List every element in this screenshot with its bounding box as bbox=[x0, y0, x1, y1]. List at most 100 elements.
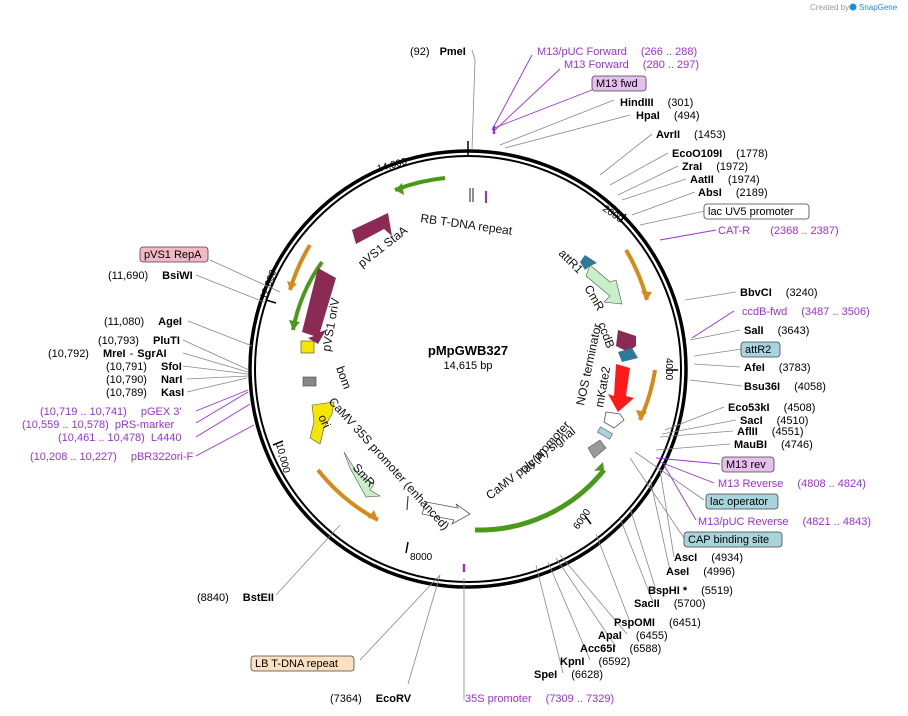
enzyme-label: (92)PmeI bbox=[410, 46, 466, 58]
enzyme-label: AseI(4996) bbox=[666, 566, 735, 578]
ori-label: ori bbox=[315, 412, 333, 430]
enzyme-label: (11,690)BsiWI bbox=[108, 270, 193, 282]
credit-text: Created by bbox=[810, 3, 849, 12]
lac-promoter-box bbox=[597, 426, 613, 440]
tick-label: 12,000 bbox=[258, 268, 279, 301]
enzyme-label: KpnI(6592) bbox=[560, 656, 630, 668]
enzyme-label: SacII(5700) bbox=[634, 598, 705, 610]
feature-box bbox=[683, 531, 783, 548]
enzyme-label: (11,080)AgeI bbox=[104, 316, 182, 328]
tick-marks bbox=[265, 141, 678, 554]
cmr-arrow bbox=[585, 264, 623, 305]
primer-label: M13/pUC Reverse(4821 .. 4843) bbox=[698, 516, 871, 528]
feature-box-label: lac UV5 promoter bbox=[708, 206, 794, 218]
enzyme-label: (10,793)PluTI bbox=[98, 335, 180, 347]
smr-arrow bbox=[343, 451, 381, 498]
enzyme-label: BbvCI(3240) bbox=[740, 287, 818, 299]
primer-label: CAT-R(2368 .. 2387) bbox=[718, 225, 839, 237]
pvs1-repa-box bbox=[300, 340, 315, 354]
enzyme-label: HpaI(494) bbox=[636, 110, 700, 122]
plasmid-name: pMpGWB327 bbox=[428, 343, 508, 358]
feature-box bbox=[591, 75, 647, 92]
enzyme-label: SpeI(6628) bbox=[534, 669, 603, 681]
rb-label: RB T-DNA repeat bbox=[420, 211, 514, 238]
primer-lines bbox=[195, 54, 735, 521]
mkate2-arrow bbox=[608, 364, 634, 412]
nos-terminator-arrow bbox=[603, 411, 625, 429]
primer-label: (10,461 .. 10,478)L4440 bbox=[58, 432, 181, 444]
enzyme-label: EcoO109I(1778) bbox=[672, 148, 768, 160]
attr1-label: attR1 bbox=[556, 246, 586, 276]
leader-lines bbox=[182, 49, 743, 700]
enzyme-label: (10,790)NarI bbox=[106, 374, 182, 386]
tick-label: 4000 bbox=[663, 358, 674, 381]
snapgene-logo-icon bbox=[849, 3, 857, 11]
enzyme-label: HindIII(301) bbox=[620, 97, 693, 109]
credit-brand: SnapGene bbox=[859, 3, 898, 12]
ori-arrow bbox=[309, 401, 335, 445]
cap-site-box bbox=[587, 439, 607, 459]
primer-label: (10,719 .. 10,741)pGEX 3' bbox=[40, 406, 181, 418]
feature-box bbox=[740, 341, 781, 358]
camv-label: CaMV 35S promoter (enhanced) bbox=[326, 395, 452, 533]
primer-label: M13 Reverse(4808 .. 4824) bbox=[718, 478, 866, 490]
attr1-marker bbox=[580, 255, 597, 270]
enzyme-label: BspHI *(5519) bbox=[648, 585, 733, 597]
lb-t-dna-marker bbox=[406, 495, 409, 511]
feature-box bbox=[705, 493, 779, 510]
feature-box-label: attR2 bbox=[745, 344, 771, 356]
bom-label: bom bbox=[333, 364, 354, 391]
primer-label: M13 Forward(280 .. 297) bbox=[564, 59, 699, 71]
feature-box-label: pVS1 RepA bbox=[144, 249, 202, 261]
bom-box bbox=[302, 376, 317, 387]
feature-box bbox=[139, 246, 209, 263]
primer-label: ccdB-fwd(3487 .. 3506) bbox=[742, 306, 870, 318]
feature-box-label: LB T-DNA repeat bbox=[255, 658, 338, 670]
primer-label: (10,208 .. 10,227)pBR322ori-F bbox=[30, 451, 193, 463]
enzyme-label: SacI(4510) bbox=[740, 415, 808, 427]
feature-box bbox=[703, 203, 810, 220]
enzyme-label: MauBI(4746) bbox=[734, 439, 813, 451]
feature-box bbox=[250, 655, 355, 672]
enzyme-label: AbsI(2189) bbox=[698, 187, 768, 199]
primer-labels: M13/pUC Forward(266 .. 288) M13 Forward(… bbox=[22, 46, 871, 705]
enzyme-label: AfeI(3783) bbox=[744, 362, 811, 374]
enzyme-label: AscI(4934) bbox=[674, 552, 743, 564]
enzyme-label: Acc65I(6588) bbox=[580, 643, 661, 655]
feature-box bbox=[721, 456, 775, 473]
primer-label: 35S promoter(7309 .. 7329) bbox=[465, 693, 614, 705]
feature-box-label: lac operator bbox=[710, 496, 768, 508]
pvs1-staa-arrow bbox=[352, 213, 392, 244]
enzyme-label: AflII(4551) bbox=[737, 426, 804, 438]
enzyme-label: (10,792)MreI-SgrAI bbox=[48, 348, 167, 360]
polya-label: CaMV poly(A) signal bbox=[483, 424, 578, 502]
camv-35s-arrow bbox=[421, 501, 471, 525]
enzyme-label: (8840)BstEII bbox=[197, 592, 274, 604]
enzyme-label: AvrII(1453) bbox=[656, 129, 726, 141]
feature-box-label: M13 fwd bbox=[596, 78, 638, 90]
enzyme-label: ApaI(6455) bbox=[598, 630, 668, 642]
enzyme-label: AatII(1974) bbox=[690, 174, 760, 186]
enzyme-label: Eco53kI(4508) bbox=[728, 402, 815, 414]
enzyme-label: SalI(3643) bbox=[744, 325, 809, 337]
enzyme-label: (10,791)SfoI bbox=[106, 361, 182, 373]
primer-label: M13/pUC Forward(266 .. 288) bbox=[537, 46, 697, 58]
enzyme-label: (7364)EcoRV bbox=[330, 693, 412, 705]
enzyme-label: (10,789)KasI bbox=[106, 387, 184, 399]
primer-label: (10,559 .. 10,578)pRS-marker bbox=[22, 419, 174, 431]
ccdb-arrow bbox=[616, 330, 636, 352]
enzyme-label: Bsu36I(4058) bbox=[744, 381, 826, 393]
enzyme-label: ZraI(1972) bbox=[682, 161, 748, 173]
pvs1-oriv-arrow bbox=[302, 268, 336, 344]
tick-label: 8000 bbox=[410, 552, 433, 563]
mkate-label: mKate2 bbox=[592, 365, 613, 408]
feature-boxes: M13 fwd lac UV5 promoter attR2 M13 rev l… bbox=[139, 75, 810, 672]
enzyme-labels: (92)PmeI HindIII(301) HpaI(494) AvrII(14… bbox=[48, 46, 826, 705]
feature-box-label: M13 rev bbox=[726, 459, 766, 471]
enzyme-label: PspOMI(6451) bbox=[614, 617, 701, 629]
attr2-marker bbox=[618, 348, 638, 362]
feature-box-label: CAP binding site bbox=[688, 534, 769, 546]
tick-label: 14,000 bbox=[376, 156, 409, 175]
tick-label: 6000 bbox=[571, 507, 593, 532]
